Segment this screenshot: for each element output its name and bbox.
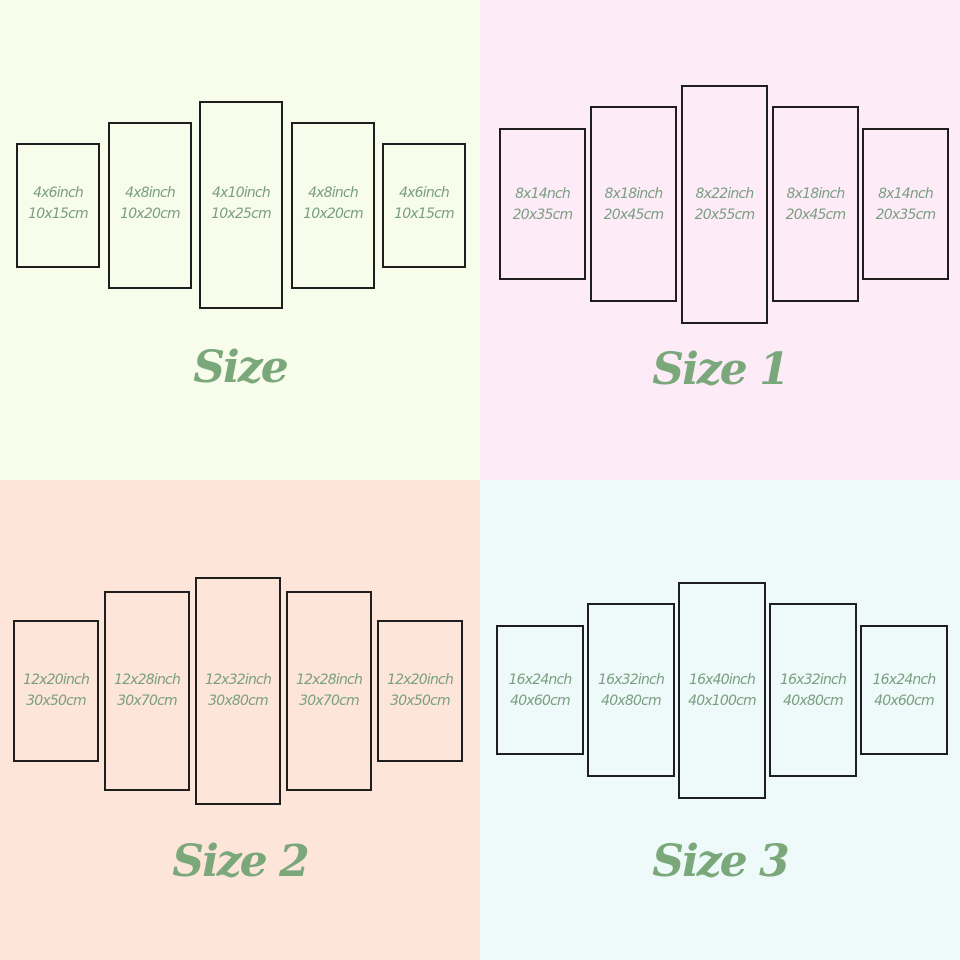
panel-inch-label: 12x28inch <box>295 672 363 688</box>
canvas-panel-2: 12x28inch 30x70cm <box>104 591 190 791</box>
panel-inch-label: 16x32inch <box>597 672 665 688</box>
panel-cm-label: 20x35cm <box>512 207 573 223</box>
panel-inch-label: 12x20inch <box>386 672 454 688</box>
size-3-title: Size 3 <box>652 836 789 887</box>
canvas-panel-2: 4x8inch 10x20cm <box>108 122 192 289</box>
panel-inch-label: 8x14nch <box>515 186 571 202</box>
canvas-panel-4: 12x28inch 30x70cm <box>286 591 372 791</box>
panel-inch-label: 4x8inch <box>125 185 176 201</box>
panel-inch-label: 8x22inch <box>695 186 755 202</box>
panel-cm-label: 20x45cm <box>785 207 846 223</box>
canvas-panel-5: 12x20inch 30x50cm <box>377 620 463 762</box>
canvas-panel-4: 16x32inch 40x80cm <box>769 603 857 777</box>
panel-inch-label: 12x28inch <box>113 672 181 688</box>
canvas-panel-4: 4x8inch 10x20cm <box>291 122 375 289</box>
size-3-section: 16x24nch 40x60cm 16x32inch 40x80cm 16x40… <box>480 480 960 960</box>
canvas-panel-3: 16x40inch 40x100cm <box>678 582 766 799</box>
panel-cm-label: 20x45cm <box>603 207 664 223</box>
panel-inch-label: 16x24nch <box>872 672 937 688</box>
size-1-section: 8x14nch 20x35cm 8x18inch 20x45cm 8x22inc… <box>480 0 960 480</box>
panel-inch-label: 16x32inch <box>779 672 847 688</box>
panel-cm-label: 40x80cm <box>601 693 661 709</box>
panel-inch-label: 16x40inch <box>688 672 756 688</box>
panel-inch-label: 4x6inch <box>399 185 450 201</box>
size-2-section: 12x20inch 30x50cm 12x28inch 30x70cm 12x3… <box>0 480 480 960</box>
panel-cm-label: 40x60cm <box>510 693 570 709</box>
size-2-title: Size 2 <box>172 836 309 887</box>
canvas-panel-2: 16x32inch 40x80cm <box>587 603 675 777</box>
panel-inch-label: 8x14nch <box>878 186 934 202</box>
canvas-panel-1: 4x6inch 10x15cm <box>16 143 100 268</box>
panel-inch-label: 16x24nch <box>508 672 573 688</box>
panel-inch-label: 12x20inch <box>22 672 90 688</box>
panel-cm-label: 30x50cm <box>26 693 86 709</box>
canvas-panel-5: 4x6inch 10x15cm <box>382 143 466 268</box>
panel-inch-label: 8x18inch <box>786 186 846 202</box>
panel-cm-label: 20x55cm <box>694 207 755 223</box>
panel-cm-label: 10x20cm <box>303 206 363 222</box>
canvas-panel-2: 8x18inch 20x45cm <box>590 106 677 302</box>
panel-cm-label: 40x100cm <box>688 693 757 709</box>
panel-cm-label: 30x80cm <box>208 693 268 709</box>
size-section: 4x6inch 10x15cm 4x8inch 10x20cm 4x10inch… <box>0 0 480 480</box>
panel-cm-label: 10x15cm <box>28 206 88 222</box>
canvas-panel-3: 12x32inch 30x80cm <box>195 577 281 805</box>
panel-cm-label: 20x35cm <box>875 207 936 223</box>
canvas-panel-1: 12x20inch 30x50cm <box>13 620 99 762</box>
size-1-title: Size 1 <box>652 344 789 395</box>
canvas-panel-3: 4x10inch 10x25cm <box>199 101 283 309</box>
size-title: Size <box>193 342 288 393</box>
panel-inch-label: 12x32inch <box>204 672 272 688</box>
panel-cm-label: 40x60cm <box>874 693 934 709</box>
canvas-panel-1: 16x24nch 40x60cm <box>496 625 584 755</box>
panel-inch-label: 8x18inch <box>604 186 664 202</box>
panel-cm-label: 30x70cm <box>117 693 177 709</box>
panel-inch-label: 4x6inch <box>33 185 84 201</box>
panel-inch-label: 4x8inch <box>308 185 359 201</box>
panel-cm-label: 30x50cm <box>390 693 450 709</box>
panel-cm-label: 10x25cm <box>211 206 271 222</box>
panel-cm-label: 30x70cm <box>299 693 359 709</box>
panel-inch-label: 4x10inch <box>212 185 271 201</box>
canvas-panel-5: 16x24nch 40x60cm <box>860 625 948 755</box>
canvas-panel-3: 8x22inch 20x55cm <box>681 85 768 324</box>
canvas-panel-5: 8x14nch 20x35cm <box>862 128 949 280</box>
panel-cm-label: 40x80cm <box>783 693 843 709</box>
canvas-panel-4: 8x18inch 20x45cm <box>772 106 859 302</box>
panel-cm-label: 10x15cm <box>394 206 454 222</box>
panel-cm-label: 10x20cm <box>120 206 180 222</box>
canvas-panel-1: 8x14nch 20x35cm <box>499 128 586 280</box>
